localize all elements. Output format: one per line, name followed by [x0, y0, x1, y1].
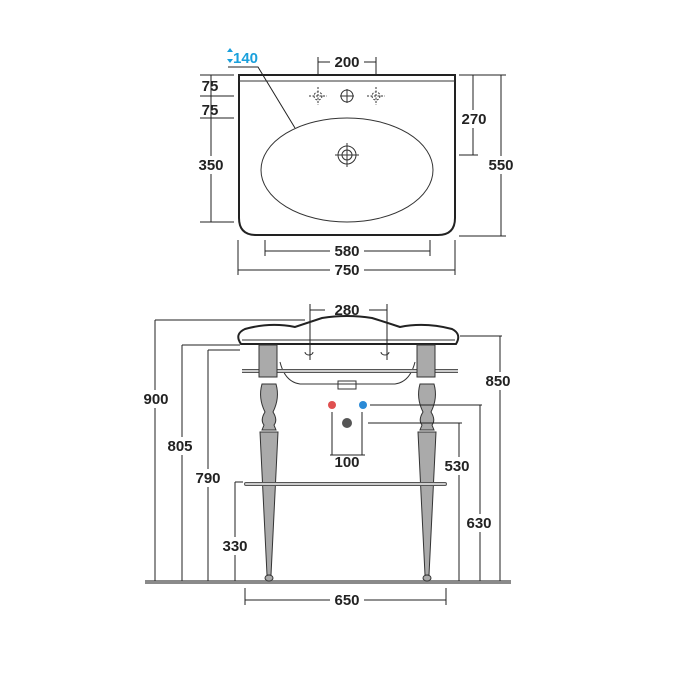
dim-frame-height: 790	[195, 470, 220, 487]
dim-wall-to-drain: 270	[461, 111, 486, 128]
top-view: 200 140 75 75 350 270 550 580 750	[198, 48, 518, 279]
dim-tap-hole-diameter: 140	[233, 50, 258, 67]
dim-tap-spacing: 200	[334, 54, 359, 71]
front-view: 280 100 900 805 790 330 850 630 530 650	[140, 302, 514, 609]
floor-line	[145, 580, 511, 584]
dim-supply-height: 630	[466, 515, 491, 532]
dim-overall-width: 750	[334, 262, 359, 279]
diameter-arrow-icon	[227, 48, 233, 63]
dim-legs-spacing: 650	[334, 592, 359, 609]
leg-left	[258, 344, 279, 582]
dim-drain-height: 530	[444, 458, 469, 475]
dim-towel-bar-height: 330	[222, 538, 247, 555]
leg-right	[416, 344, 437, 582]
dim-tap-holes-spacing: 280	[334, 302, 359, 319]
cold-supply-icon	[359, 401, 367, 409]
dim-supply-spacing: 100	[334, 454, 359, 471]
dim-tap-bowl-offset: 75	[202, 102, 219, 119]
dim-rim-height: 850	[485, 373, 510, 390]
waste-outlet-icon	[342, 418, 352, 428]
dim-console-height: 805	[167, 438, 192, 455]
dim-overall-depth: 550	[488, 157, 513, 174]
tap-hole-center-icon	[340, 89, 354, 103]
tap-hole-right-icon	[367, 87, 385, 105]
dim-overall-height: 900	[143, 391, 168, 408]
drain-icon	[335, 143, 359, 167]
dim-back-offset: 75	[202, 78, 219, 95]
hot-supply-icon	[328, 401, 336, 409]
dim-bowl-depth: 350	[198, 157, 223, 174]
tap-hole-left-icon	[309, 87, 327, 105]
bowl-outline	[260, 117, 434, 223]
dim-bowl-width: 580	[334, 243, 359, 260]
